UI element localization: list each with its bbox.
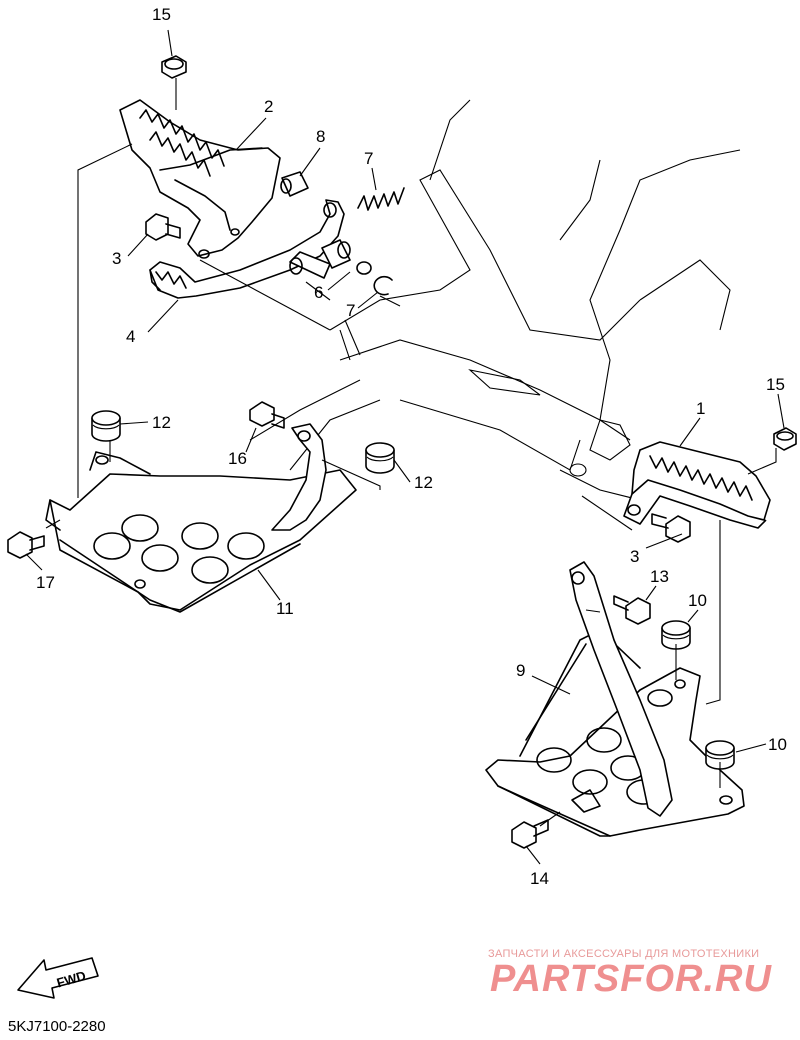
watermark-tagline: ЗАПЧАСТИ И АКСЕССУАРЫ ДЛЯ МОТОТЕХНИКИ xyxy=(488,948,760,960)
callout-3-upper: 3 xyxy=(112,249,121,268)
callout-17: 17 xyxy=(36,573,55,592)
callout-14: 14 xyxy=(530,869,549,888)
callout-8: 8 xyxy=(316,127,325,146)
assembly-guide-lines xyxy=(45,78,777,827)
callout-16: 16 xyxy=(228,449,247,468)
part-18-nut xyxy=(161,55,187,79)
diagram-code: 5KJ7100-2280 xyxy=(8,1018,106,1035)
callout-6: 7 xyxy=(346,301,355,320)
callout-2: 2 xyxy=(264,97,273,116)
callout-5: 6 xyxy=(314,283,323,302)
callout-labels: 15 2 8 7 3 6 7 4 12 16 12 17 11 15 1 3 1… xyxy=(36,5,787,888)
part-13-bolt xyxy=(613,595,651,625)
callout-13: 13 xyxy=(650,567,669,586)
part-15-nut xyxy=(773,427,797,451)
callout-12-center: 12 xyxy=(414,473,433,492)
part-8-collar xyxy=(280,171,309,197)
callout-9: 9 xyxy=(516,661,525,680)
callout-11: 11 xyxy=(276,599,294,618)
part-12-damper-left xyxy=(91,410,121,442)
part-7-spring xyxy=(357,187,405,211)
part-2-left-footrest xyxy=(119,99,281,259)
part-17-bolt xyxy=(7,531,45,559)
part-3-bolt-lower xyxy=(651,513,691,543)
fwd-arrow: FWD xyxy=(17,957,99,999)
part-1-right-footrest xyxy=(623,441,771,529)
part-14-bolt xyxy=(511,819,549,849)
callout-10-upper: 10 xyxy=(688,591,707,610)
part-9-right-plate xyxy=(485,561,745,837)
part-4-brake-pedal xyxy=(149,199,345,299)
part-5-collar xyxy=(321,239,372,275)
callout-4: 4 xyxy=(126,327,135,346)
callout-3-lower: 3 xyxy=(630,547,639,566)
watermark-logo: PARTSFOR.RU xyxy=(490,958,772,1000)
part-12-damper-center xyxy=(365,442,395,474)
part-16-bolt xyxy=(249,401,285,429)
frame-outline xyxy=(249,99,741,501)
part-3-bolt-upper xyxy=(145,213,181,241)
part-10-damper-lower xyxy=(705,740,735,770)
callout-15: 15 xyxy=(766,375,785,394)
callout-7: 7 xyxy=(364,149,373,168)
callout-10-lower: 10 xyxy=(768,735,787,754)
callout-leaders xyxy=(25,29,785,865)
part-10-damper-upper xyxy=(661,620,691,650)
callout-1: 1 xyxy=(696,399,705,418)
part-11-left-plate xyxy=(45,423,357,613)
callout-12-left: 12 xyxy=(152,413,171,432)
callout-18: 15 xyxy=(152,5,171,24)
part-6-clip xyxy=(373,275,393,296)
